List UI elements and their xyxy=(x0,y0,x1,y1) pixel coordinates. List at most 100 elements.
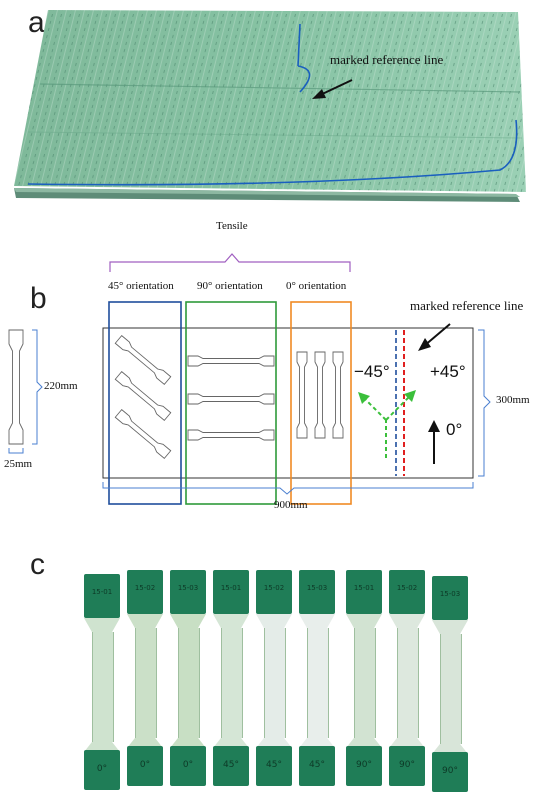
specimen-neck-bottom xyxy=(127,738,163,748)
specimen-bottom-tab xyxy=(432,752,468,792)
specimen-gauge xyxy=(397,628,419,738)
specimen-gauge xyxy=(221,628,243,738)
specimen-bottom-tab xyxy=(84,750,120,790)
specimen-gauge xyxy=(307,628,329,738)
specimen-neck-top xyxy=(346,614,382,628)
specimen-bottom-tab xyxy=(256,746,292,786)
orientation-label-0: 0° orientation xyxy=(286,280,347,292)
orientation-label-45: 45° orientation xyxy=(108,280,174,292)
specimen-neck-top xyxy=(170,614,206,628)
width-tick xyxy=(8,448,24,454)
specimens-90 xyxy=(187,355,275,441)
specimen-neck-bottom xyxy=(346,738,382,748)
specimen-top-tab xyxy=(127,570,163,614)
specimen-bottom-tab xyxy=(346,746,382,786)
specimen-top-tab xyxy=(213,570,249,614)
height-bracket xyxy=(478,329,491,477)
width-bracket xyxy=(102,482,474,495)
specimens-0 xyxy=(296,351,344,439)
orientation-label-90: 90° orientation xyxy=(197,280,263,292)
length-dimension: 220mm xyxy=(44,380,78,392)
specimen-neck-bottom xyxy=(84,742,120,752)
specimen-photo: 15-02 0° xyxy=(127,570,163,786)
specimen-top-tab xyxy=(84,574,120,618)
plate-outline xyxy=(102,327,474,479)
specimen-photo: 15-01 0° xyxy=(84,574,120,790)
box-45 xyxy=(108,301,182,505)
specimen-top-label: 15-02 xyxy=(396,584,418,592)
specimen-neck-top xyxy=(127,614,163,628)
specimen-neck-top xyxy=(84,618,120,632)
specimen-neck-bottom xyxy=(256,738,292,748)
angle-zero: 0° xyxy=(446,420,463,439)
specimen-gauge xyxy=(178,628,200,738)
specimen-neck-bottom xyxy=(389,738,425,748)
specimen-photo-row: 15-01 0° 15-02 0° 15-03 0° 15-01 xyxy=(64,570,504,792)
specimen-bottom-label: 0° xyxy=(96,764,108,774)
specimen-top-tab xyxy=(346,570,382,614)
angle-arrows xyxy=(363,395,411,458)
specimen-neck-top xyxy=(299,614,335,628)
specimen-top-label: 15-01 xyxy=(353,584,375,592)
box-0 xyxy=(290,301,352,505)
specimen-gauge xyxy=(92,632,114,742)
specimen-top-label: 15-03 xyxy=(177,584,199,592)
specimen-photo: 15-01 45° xyxy=(213,570,249,786)
specimen-bottom-label: 0° xyxy=(182,760,194,770)
specimen-neck-bottom xyxy=(170,738,206,748)
specimen-neck-top xyxy=(389,614,425,628)
tensile-label: Tensile xyxy=(216,220,248,232)
specimen-bottom-label: 0° xyxy=(139,760,151,770)
laminate-plate-photo xyxy=(14,10,526,202)
specimen-top-tab xyxy=(256,570,292,614)
specimen-gauge xyxy=(135,628,157,738)
specimen-top-tab xyxy=(389,570,425,614)
specimen-bottom-tab xyxy=(170,746,206,786)
specimen-neck-bottom xyxy=(432,744,468,754)
specimen-photo: 15-02 45° xyxy=(256,570,292,786)
specimen-top-label: 15-01 xyxy=(91,588,113,596)
specimen-neck-top xyxy=(432,620,468,634)
specimen-bottom-label: 90° xyxy=(356,760,372,770)
specimen-top-tab xyxy=(432,576,468,620)
specimen-bottom-label: 45° xyxy=(309,760,325,770)
specimen-bottom-label: 90° xyxy=(399,760,415,770)
plate-height-dimension: 300mm xyxy=(496,394,530,406)
specimen-photo: 15-03 45° xyxy=(299,570,335,786)
specimen-neck-top xyxy=(256,614,292,628)
specimen-top-label: 15-02 xyxy=(134,584,156,592)
specimen-neck-bottom xyxy=(213,738,249,748)
width-dimension: 25mm xyxy=(4,458,33,470)
panel-b-letter: b xyxy=(30,282,47,315)
cutting-layout-diagram xyxy=(8,253,491,505)
length-bracket xyxy=(32,329,43,445)
specimen-drawing xyxy=(8,329,24,445)
specimen-top-tab xyxy=(170,570,206,614)
specimen-bottom-tab xyxy=(127,746,163,786)
specimen-top-label: 15-02 xyxy=(263,584,285,592)
specimen-photo: 15-01 90° xyxy=(346,570,382,786)
specimen-bottom-tab xyxy=(389,746,425,786)
tensile-brace xyxy=(109,253,351,272)
specimen-gauge xyxy=(440,634,462,744)
specimen-bottom-tab xyxy=(213,746,249,786)
specimen-top-label: 15-03 xyxy=(439,590,461,598)
box-90 xyxy=(185,301,277,505)
angle-neg45: −45° xyxy=(354,362,390,381)
panel-a-letter: a xyxy=(28,6,45,39)
specimen-top-label: 15-03 xyxy=(306,584,328,592)
specimen-photo: 15-02 90° xyxy=(389,570,425,786)
specimen-bottom-tab xyxy=(299,746,335,786)
reference-arrow-b xyxy=(423,323,451,347)
specimen-neck-top xyxy=(213,614,249,628)
specimen-gauge xyxy=(264,628,286,738)
specimen-top-tab xyxy=(299,570,335,614)
panel-b-annotation: marked reference line xyxy=(410,298,524,313)
angle-pos45: +45° xyxy=(430,362,466,381)
specimen-bottom-label: 45° xyxy=(223,760,239,770)
specimen-bottom-label: 45° xyxy=(266,760,282,770)
specimen-gauge xyxy=(354,628,376,738)
panel-a-annotation: marked reference line xyxy=(330,52,444,67)
specimen-top-label: 15-01 xyxy=(220,584,242,592)
specimens-45 xyxy=(114,334,172,460)
